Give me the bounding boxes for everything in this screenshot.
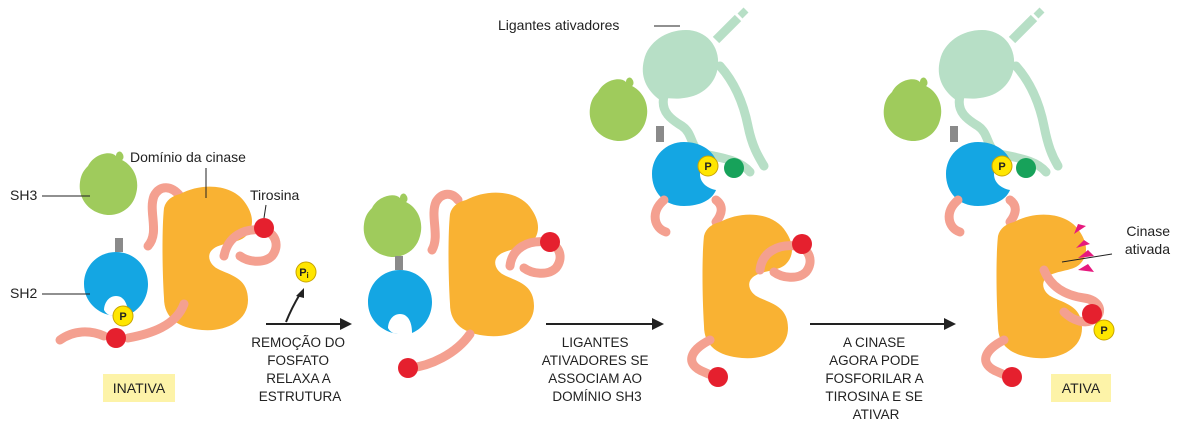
- step2-arrowhead: [652, 318, 664, 330]
- sh3-sh2-connector: [115, 238, 123, 252]
- tyrosine-leader: [263, 204, 267, 219]
- kinase-top-linker: [1005, 195, 1020, 227]
- step2-caption: LIGANTES ATIVADORES SE ASSOCIAM AO DOMÍN…: [542, 335, 653, 404]
- step1-caption: REMOÇÃO DO FOSFATO RELAXA A ESTRUTURA: [251, 335, 349, 404]
- ligands-label: Ligantes ativadores: [498, 17, 619, 33]
- activated-kinase-leader: [1061, 253, 1113, 263]
- sh3-domain: [79, 151, 138, 216]
- panel-inactive: P SH3 SH2 Domínio da cinase Tirosina INA…: [10, 149, 299, 402]
- kinase-domain-label: Domínio da cinase: [130, 149, 246, 165]
- sh3-sh2-connector: [395, 256, 403, 270]
- tyrosine-dot: [1082, 304, 1102, 324]
- phosphate-label: P: [119, 311, 126, 323]
- panel-ligand-bound: Ligantes ativadores P: [498, 7, 815, 387]
- linker-tail: [55, 327, 109, 345]
- phosphate-label: P: [704, 161, 711, 173]
- activation-loop: [755, 241, 815, 282]
- sh2-kinase-linker: [650, 195, 671, 237]
- sh3-kinase-linker: [427, 189, 463, 255]
- tyrosine-label: Tirosina: [250, 187, 299, 203]
- step3-arrowhead: [944, 318, 956, 330]
- tail-tyrosine-dot: [1002, 367, 1022, 387]
- sh3-sh2-connector: [950, 126, 958, 142]
- c-tail-linker: [405, 329, 475, 373]
- active-badge-text: ATIVA: [1062, 380, 1101, 396]
- kinase-top-linker: [711, 195, 726, 227]
- ligand-tyrosine-dot: [1016, 158, 1036, 178]
- tyrosine-dot: [792, 234, 812, 254]
- panel-relaxed: [363, 189, 565, 378]
- pi-label: Pi: [299, 267, 309, 280]
- sh3-domain: [589, 77, 648, 142]
- tyrosine-dot: [540, 232, 560, 252]
- phosphate-badge: [112, 305, 134, 327]
- pi-badge: [295, 261, 317, 283]
- phosphate-badge: [697, 155, 719, 177]
- sh3-domain: [883, 77, 942, 142]
- sh3-sh2-connector: [656, 126, 664, 142]
- pi-arrowhead: [296, 288, 304, 298]
- activation-loop: [219, 225, 281, 266]
- panel-active: P P Cinase ativada ATIVA: [883, 7, 1170, 402]
- activated-kinase-label: Cinase: [1126, 223, 1170, 239]
- tail-tyrosine-dot: [708, 367, 728, 387]
- activation-loop: [1039, 265, 1104, 327]
- inactive-badge: [103, 374, 175, 402]
- sh2-domain: [368, 270, 432, 334]
- step3-caption: A CINASE AGORA PODE FOSFORILAR A TIROSIN…: [825, 335, 926, 422]
- active-badge: [1051, 374, 1111, 402]
- sh2-domain: [946, 142, 1010, 206]
- ligand-tyrosine-dot: [724, 158, 744, 178]
- pi-arrow: [285, 293, 301, 323]
- tail-tyrosine-dot: [106, 328, 126, 348]
- tail-tyrosine-dot: [398, 358, 418, 378]
- phosphate-badge: [991, 155, 1013, 177]
- pi-release: Pi: [285, 261, 317, 323]
- phosphate-badge: [1093, 319, 1115, 341]
- sh3-kinase-linker: [143, 183, 185, 251]
- inactive-badge-text: INATIVA: [113, 380, 166, 396]
- sh3-domain: [363, 193, 422, 258]
- c-tail-linker: [123, 299, 189, 343]
- activated-kinase-label-2: ativada: [1125, 241, 1170, 257]
- step1-arrowhead: [340, 318, 352, 330]
- tyrosine-dot: [254, 218, 274, 238]
- sh3-label: SH3: [10, 187, 37, 203]
- kinase-domain: [702, 214, 792, 359]
- sh2-domain: [84, 252, 148, 316]
- phosphate-label: P: [998, 161, 1005, 173]
- sh2-label: SH2: [10, 285, 37, 301]
- activating-ligand: [938, 7, 1063, 177]
- kinase-domain: [996, 214, 1086, 359]
- sh2-domain: [652, 142, 716, 206]
- activation-loop: [505, 237, 565, 278]
- phosphate-label: P: [1100, 325, 1107, 337]
- sh2-kinase-linker: [944, 195, 965, 237]
